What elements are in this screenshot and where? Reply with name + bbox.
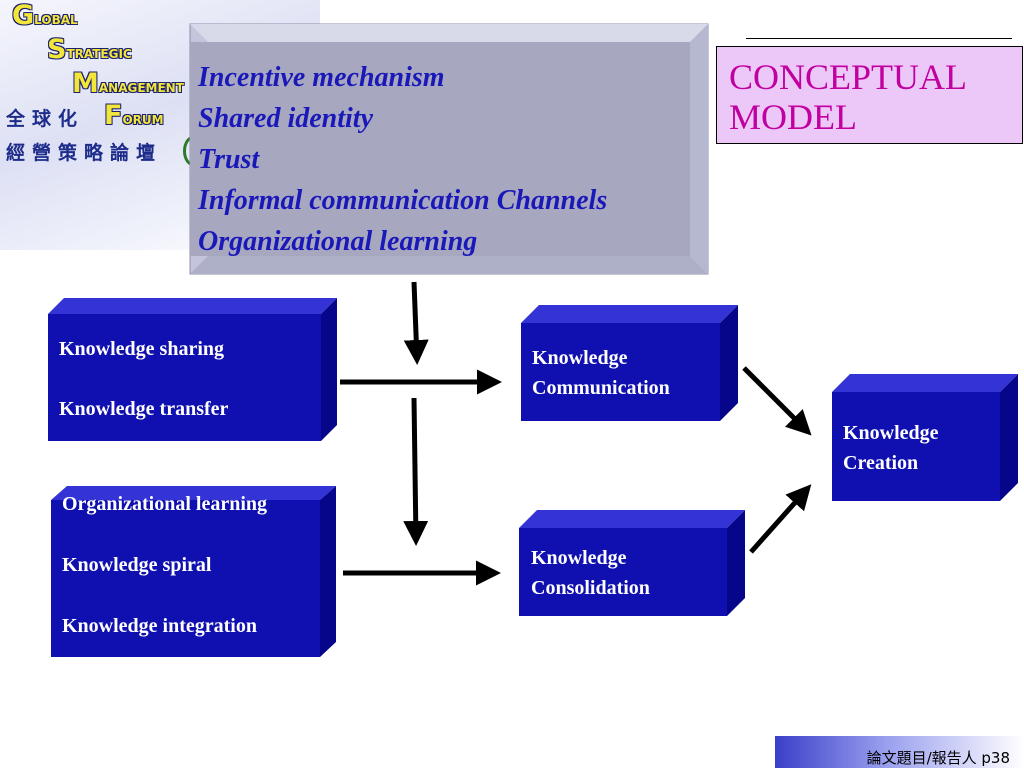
node-creation-label: Knowledge Creation bbox=[843, 422, 939, 474]
node-creation bbox=[832, 374, 1018, 501]
factor-trust: Trust bbox=[198, 144, 260, 175]
logo-management: MANAGEMENT bbox=[72, 68, 184, 99]
logo-chinese-line2: 經營策略論壇 bbox=[6, 142, 163, 164]
arrow-mid-down bbox=[403, 397, 429, 546]
page-title: CONCEPTUAL MODEL bbox=[729, 57, 968, 137]
node-communication-label: Knowledge Communication bbox=[532, 347, 670, 399]
node-learning-spiral bbox=[51, 486, 336, 657]
node-sharing-transfer-label: Knowledge sharing Knowledge transfer bbox=[59, 338, 229, 420]
node-sharing-transfer bbox=[48, 298, 337, 441]
footer-bar: 論文題目/報告人 p38 bbox=[775, 736, 1024, 768]
arrow-communication-to-creation bbox=[742, 366, 812, 436]
logo-strategic: STRATEGIC bbox=[47, 34, 132, 65]
arrow-consolidation-to-creation bbox=[749, 484, 812, 554]
factor-organizational-learning: Organizational learning bbox=[198, 226, 478, 257]
title-box: CONCEPTUAL MODEL bbox=[716, 46, 1023, 144]
factor-incentive: Incentive mechanism bbox=[198, 62, 445, 93]
factor-shared-identity: Shared identity bbox=[198, 103, 374, 134]
node-communication bbox=[521, 305, 738, 421]
node-consolidation bbox=[519, 510, 745, 616]
header-rule bbox=[746, 38, 1012, 39]
factor-informal-communication: Informal communication Channels bbox=[198, 185, 608, 216]
logo-global: GLOBAL bbox=[12, 0, 78, 31]
logo-forum: FORUM bbox=[104, 100, 164, 131]
arrow-factors-down bbox=[403, 281, 429, 365]
factors-box bbox=[189, 23, 709, 275]
footer-text: 論文題目/報告人 p38 bbox=[866, 749, 1010, 767]
node-consolidation-label: Knowledge Consolidation bbox=[531, 547, 650, 599]
logo-chinese-line1: 全球化 bbox=[6, 108, 85, 130]
node-learning-spiral-label: Organizational learning Knowledge spiral… bbox=[62, 493, 267, 637]
factors-list: Incentive mechanism Shared identity Trus… bbox=[198, 57, 607, 262]
